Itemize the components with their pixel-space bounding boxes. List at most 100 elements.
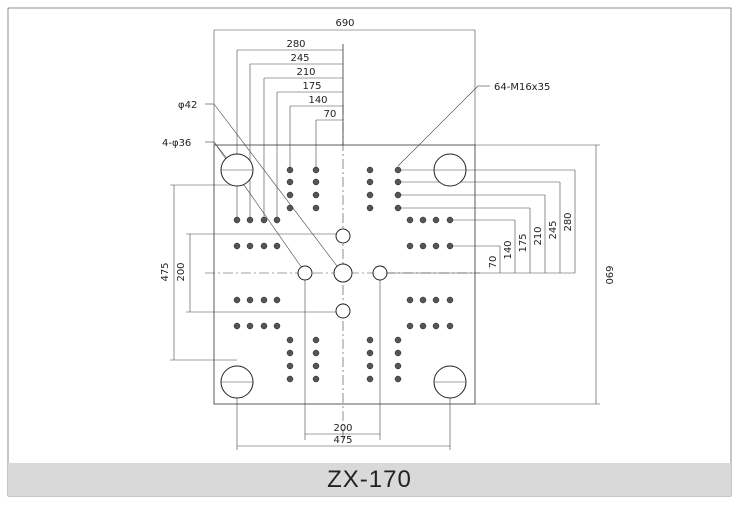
- left-dimensions: 475 200: [160, 184, 343, 361]
- tapped-hole: [246, 216, 254, 224]
- tapped-hole: [394, 178, 402, 186]
- tapped-hole: [260, 216, 268, 224]
- tapped-hole: [394, 204, 402, 212]
- tapped-hole: [273, 296, 281, 304]
- tapped-hole: [446, 296, 454, 304]
- tapped-hole: [419, 216, 427, 224]
- tapped-hole: [312, 349, 320, 357]
- tapped-hole: [260, 296, 268, 304]
- bottom-dimensions: 200 475: [236, 273, 451, 450]
- tapped-hole: [366, 178, 374, 186]
- left-dim-475: 475: [160, 262, 171, 281]
- tapped-hole: [432, 216, 440, 224]
- tapped-hole: [432, 242, 440, 250]
- tapped-hole: [394, 191, 402, 199]
- left-dim-200: 200: [176, 262, 187, 281]
- tapped-hole: [273, 242, 281, 250]
- bottom-dim-200: 200: [333, 423, 352, 434]
- tapped-holes: [233, 166, 454, 383]
- tapped-hole: [394, 349, 402, 357]
- top-dim-280: 280: [286, 39, 305, 50]
- tapped-hole: [312, 362, 320, 370]
- bottom-dim-475: 475: [333, 435, 352, 446]
- tapped-hole: [312, 166, 320, 174]
- platen-outline: [213, 144, 476, 405]
- tapped-hole: [366, 362, 374, 370]
- tapped-hole: [286, 362, 294, 370]
- tapped-hole: [366, 375, 374, 383]
- top-dim-175: 175: [302, 81, 321, 92]
- tapped-hole: [286, 375, 294, 383]
- callout-phi42: φ42: [178, 100, 197, 111]
- right-dim-70: 70: [488, 256, 499, 269]
- top-dim-140: 140: [308, 95, 327, 106]
- tapped-hole: [312, 336, 320, 344]
- tapped-hole: [366, 349, 374, 357]
- tapped-hole: [273, 322, 281, 330]
- leader-phi42: [213, 103, 341, 271]
- tapped-hole: [394, 336, 402, 344]
- right-dim-140: 140: [503, 240, 514, 259]
- tapped-hole: [366, 191, 374, 199]
- tapped-hole: [233, 242, 241, 250]
- tapped-hole: [312, 178, 320, 186]
- dim-overall-width: 690: [335, 18, 354, 29]
- right-dim-210: 210: [533, 226, 544, 245]
- top-dim-70: 70: [324, 109, 337, 120]
- top-dim-210: 210: [296, 67, 315, 78]
- tapped-hole: [233, 216, 241, 224]
- tapped-hole: [366, 204, 374, 212]
- tapped-hole: [312, 204, 320, 212]
- tapped-hole: [286, 166, 294, 174]
- ejector-hole: [372, 265, 388, 281]
- tapped-hole: [246, 296, 254, 304]
- tapped-hole: [273, 216, 281, 224]
- tapped-hole: [260, 322, 268, 330]
- tapped-hole: [419, 296, 427, 304]
- tapped-hole: [432, 296, 440, 304]
- tapped-hole: [419, 242, 427, 250]
- tapped-hole: [446, 242, 454, 250]
- tie-bar-holes: [220, 153, 467, 399]
- right-dim-280: 280: [563, 212, 574, 231]
- right-dim-175: 175: [518, 233, 529, 252]
- tapped-hole: [286, 336, 294, 344]
- ejector-hole: [297, 265, 313, 281]
- callout-4phi36: 4-φ36: [162, 138, 191, 149]
- model-title: ZX-170: [327, 466, 412, 493]
- tapped-hole: [446, 322, 454, 330]
- center-holes: [297, 228, 388, 319]
- right-dim-245: 245: [548, 220, 559, 239]
- center-hole-phi42: [333, 263, 353, 283]
- callout-tapped-holes: 64-M16x35: [494, 82, 550, 93]
- tapped-hole: [432, 322, 440, 330]
- top-dim-245: 245: [290, 53, 309, 64]
- tapped-hole: [394, 166, 402, 174]
- tapped-hole: [406, 322, 414, 330]
- ejector-hole: [335, 303, 351, 319]
- outer-border: [7, 7, 732, 497]
- tapped-hole: [246, 322, 254, 330]
- dim-overall-height: 690: [603, 265, 614, 284]
- tapped-hole: [394, 375, 402, 383]
- tapped-hole: [419, 322, 427, 330]
- tapped-hole: [286, 191, 294, 199]
- leader-tapped: [397, 85, 479, 167]
- right-dimensions: 70 140 175 210 245 280: [380, 169, 576, 274]
- tapped-hole: [246, 242, 254, 250]
- tapped-hole: [260, 242, 268, 250]
- tapped-hole: [233, 296, 241, 304]
- tapped-hole: [286, 204, 294, 212]
- tapped-hole: [286, 178, 294, 186]
- tapped-hole: [286, 349, 294, 357]
- tapped-hole: [406, 296, 414, 304]
- ejector-hole: [335, 228, 351, 244]
- title-band: ZX-170: [8, 463, 731, 496]
- tapped-hole: [312, 191, 320, 199]
- tapped-hole: [312, 375, 320, 383]
- tapped-hole: [406, 216, 414, 224]
- tapped-hole: [394, 362, 402, 370]
- tapped-hole: [233, 322, 241, 330]
